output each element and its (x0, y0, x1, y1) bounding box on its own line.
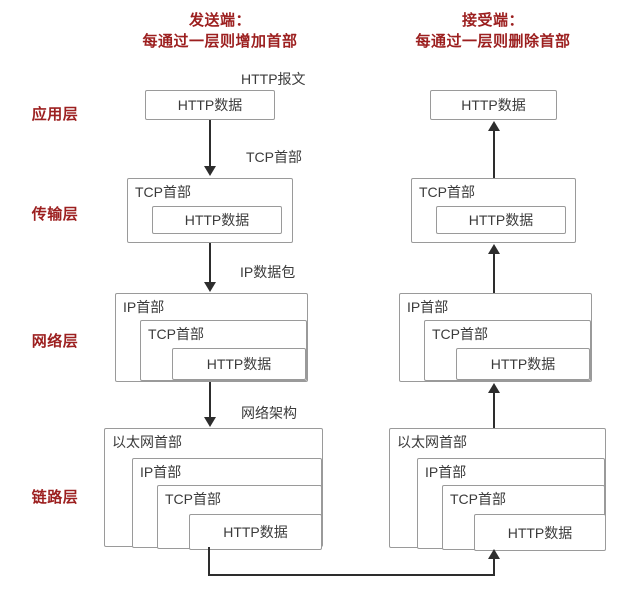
receiver-connector-network-to-transport (493, 253, 495, 293)
receiver-network-packet: IP首部 TCP首部 HTTP数据 (399, 293, 592, 382)
sender-link-ethernet-header-label: 以太网首部 (112, 434, 182, 450)
sender-title-line1: 发送端： (188, 12, 251, 29)
sender-transport-http-data-label: HTTP数据 (184, 212, 250, 228)
annotation-ip-packet: IP数据包 (240, 264, 296, 280)
sender-network-http-data-box: HTTP数据 (172, 348, 306, 380)
sender-link-http-data-label: HTTP数据 (223, 524, 288, 540)
sender-title-line2: 每通过一层则增加首部 (142, 33, 298, 50)
wire-segment-left-vertical (208, 547, 210, 576)
wire-segment-right-vertical (493, 558, 495, 576)
receiver-link-ethernet-header-label: 以太网首部 (397, 434, 467, 450)
receiver-column-header: 接受端： 每通过一层则删除首部 (393, 10, 593, 52)
sender-link-ip-header-label: IP首部 (140, 464, 182, 480)
receiver-connector-link-to-network (493, 392, 495, 428)
receiver-link-tcp-header-label: TCP首部 (450, 491, 506, 507)
sender-link-tcp-header-label: TCP首部 (165, 491, 221, 507)
sender-arrow-network-to-link (204, 417, 216, 427)
receiver-application-http-data-box: HTTP数据 (430, 90, 557, 120)
layer-label-transport: 传输层 (31, 206, 79, 223)
sender-arrow-app-to-transport (204, 166, 216, 176)
receiver-transport-packet: TCP首部 HTTP数据 (411, 178, 576, 243)
receiver-link-packet: 以太网首部 IP首部 TCP首部 HTTP数据 (389, 428, 606, 551)
annotation-network-frame: 网络架构 (241, 405, 297, 421)
receiver-link-tcp-sub-packet: TCP首部 HTTP数据 (442, 485, 606, 551)
layer-label-application: 应用层 (31, 106, 79, 123)
sender-column-header: 发送端： 每通过一层则增加首部 (120, 10, 320, 52)
annotation-tcp-header: TCP首部 (246, 149, 302, 165)
layer-label-link: 链路层 (31, 489, 79, 506)
receiver-link-ip-header-label: IP首部 (425, 464, 467, 480)
receiver-arrow-transport-to-app (488, 121, 500, 131)
receiver-title-line1: 接受端： (461, 12, 524, 29)
receiver-connector-transport-to-app (493, 130, 495, 178)
receiver-link-http-data-box: HTTP数据 (474, 514, 606, 551)
receiver-link-http-data-label: HTTP数据 (507, 524, 573, 541)
sender-network-http-data-label: HTTP数据 (206, 356, 272, 372)
receiver-transport-tcp-header-label: TCP首部 (419, 184, 475, 200)
sender-transport-http-data-box: HTTP数据 (152, 206, 282, 234)
layer-label-network: 网络层 (31, 333, 79, 350)
receiver-transport-http-data-box: HTTP数据 (436, 206, 566, 234)
sender-network-tcp-header-label: TCP首部 (148, 326, 204, 342)
annotation-http-message: HTTP报文 (241, 71, 306, 87)
receiver-network-http-data-box: HTTP数据 (456, 348, 590, 380)
sender-arrow-transport-to-network (204, 282, 216, 292)
receiver-network-tcp-header-label: TCP首部 (432, 326, 488, 342)
receiver-link-ip-sub-packet: IP首部 TCP首部 HTTP数据 (417, 458, 606, 551)
sender-transport-packet: TCP首部 HTTP数据 (127, 178, 293, 243)
sender-application-http-data-label: HTTP数据 (177, 97, 243, 113)
sender-link-ip-sub-packet: IP首部 TCP首部 HTTP数据 (132, 458, 322, 550)
receiver-arrow-network-to-transport (488, 244, 500, 254)
sender-link-tcp-sub-packet: TCP首部 HTTP数据 (157, 485, 322, 550)
receiver-application-http-data-label: HTTP数据 (461, 97, 526, 113)
sender-network-tcp-sub-packet: TCP首部 HTTP数据 (140, 320, 307, 381)
sender-application-http-data-box: HTTP数据 (145, 90, 275, 120)
sender-link-http-data-box: HTTP数据 (189, 514, 322, 550)
wire-arrow-into-receiver-link (488, 549, 500, 559)
sender-network-packet: IP首部 TCP首部 HTTP数据 (115, 293, 308, 382)
receiver-network-http-data-label: HTTP数据 (490, 356, 556, 372)
receiver-network-ip-header-label: IP首部 (407, 299, 449, 315)
sender-connector-app-to-transport (209, 120, 211, 168)
sender-network-ip-header-label: IP首部 (123, 299, 165, 315)
sender-connector-transport-to-network (209, 243, 211, 285)
receiver-transport-http-data-label: HTTP数据 (468, 212, 534, 228)
wire-segment-horizontal (208, 574, 495, 576)
sender-connector-network-to-link (209, 382, 211, 420)
receiver-network-tcp-sub-packet: TCP首部 HTTP数据 (424, 320, 591, 381)
sender-link-packet: 以太网首部 IP首部 TCP首部 HTTP数据 (104, 428, 323, 550)
receiver-title-line2: 每通过一层则删除首部 (415, 33, 571, 50)
sender-transport-tcp-header-label: TCP首部 (135, 184, 191, 200)
receiver-arrow-link-to-network (488, 383, 500, 393)
